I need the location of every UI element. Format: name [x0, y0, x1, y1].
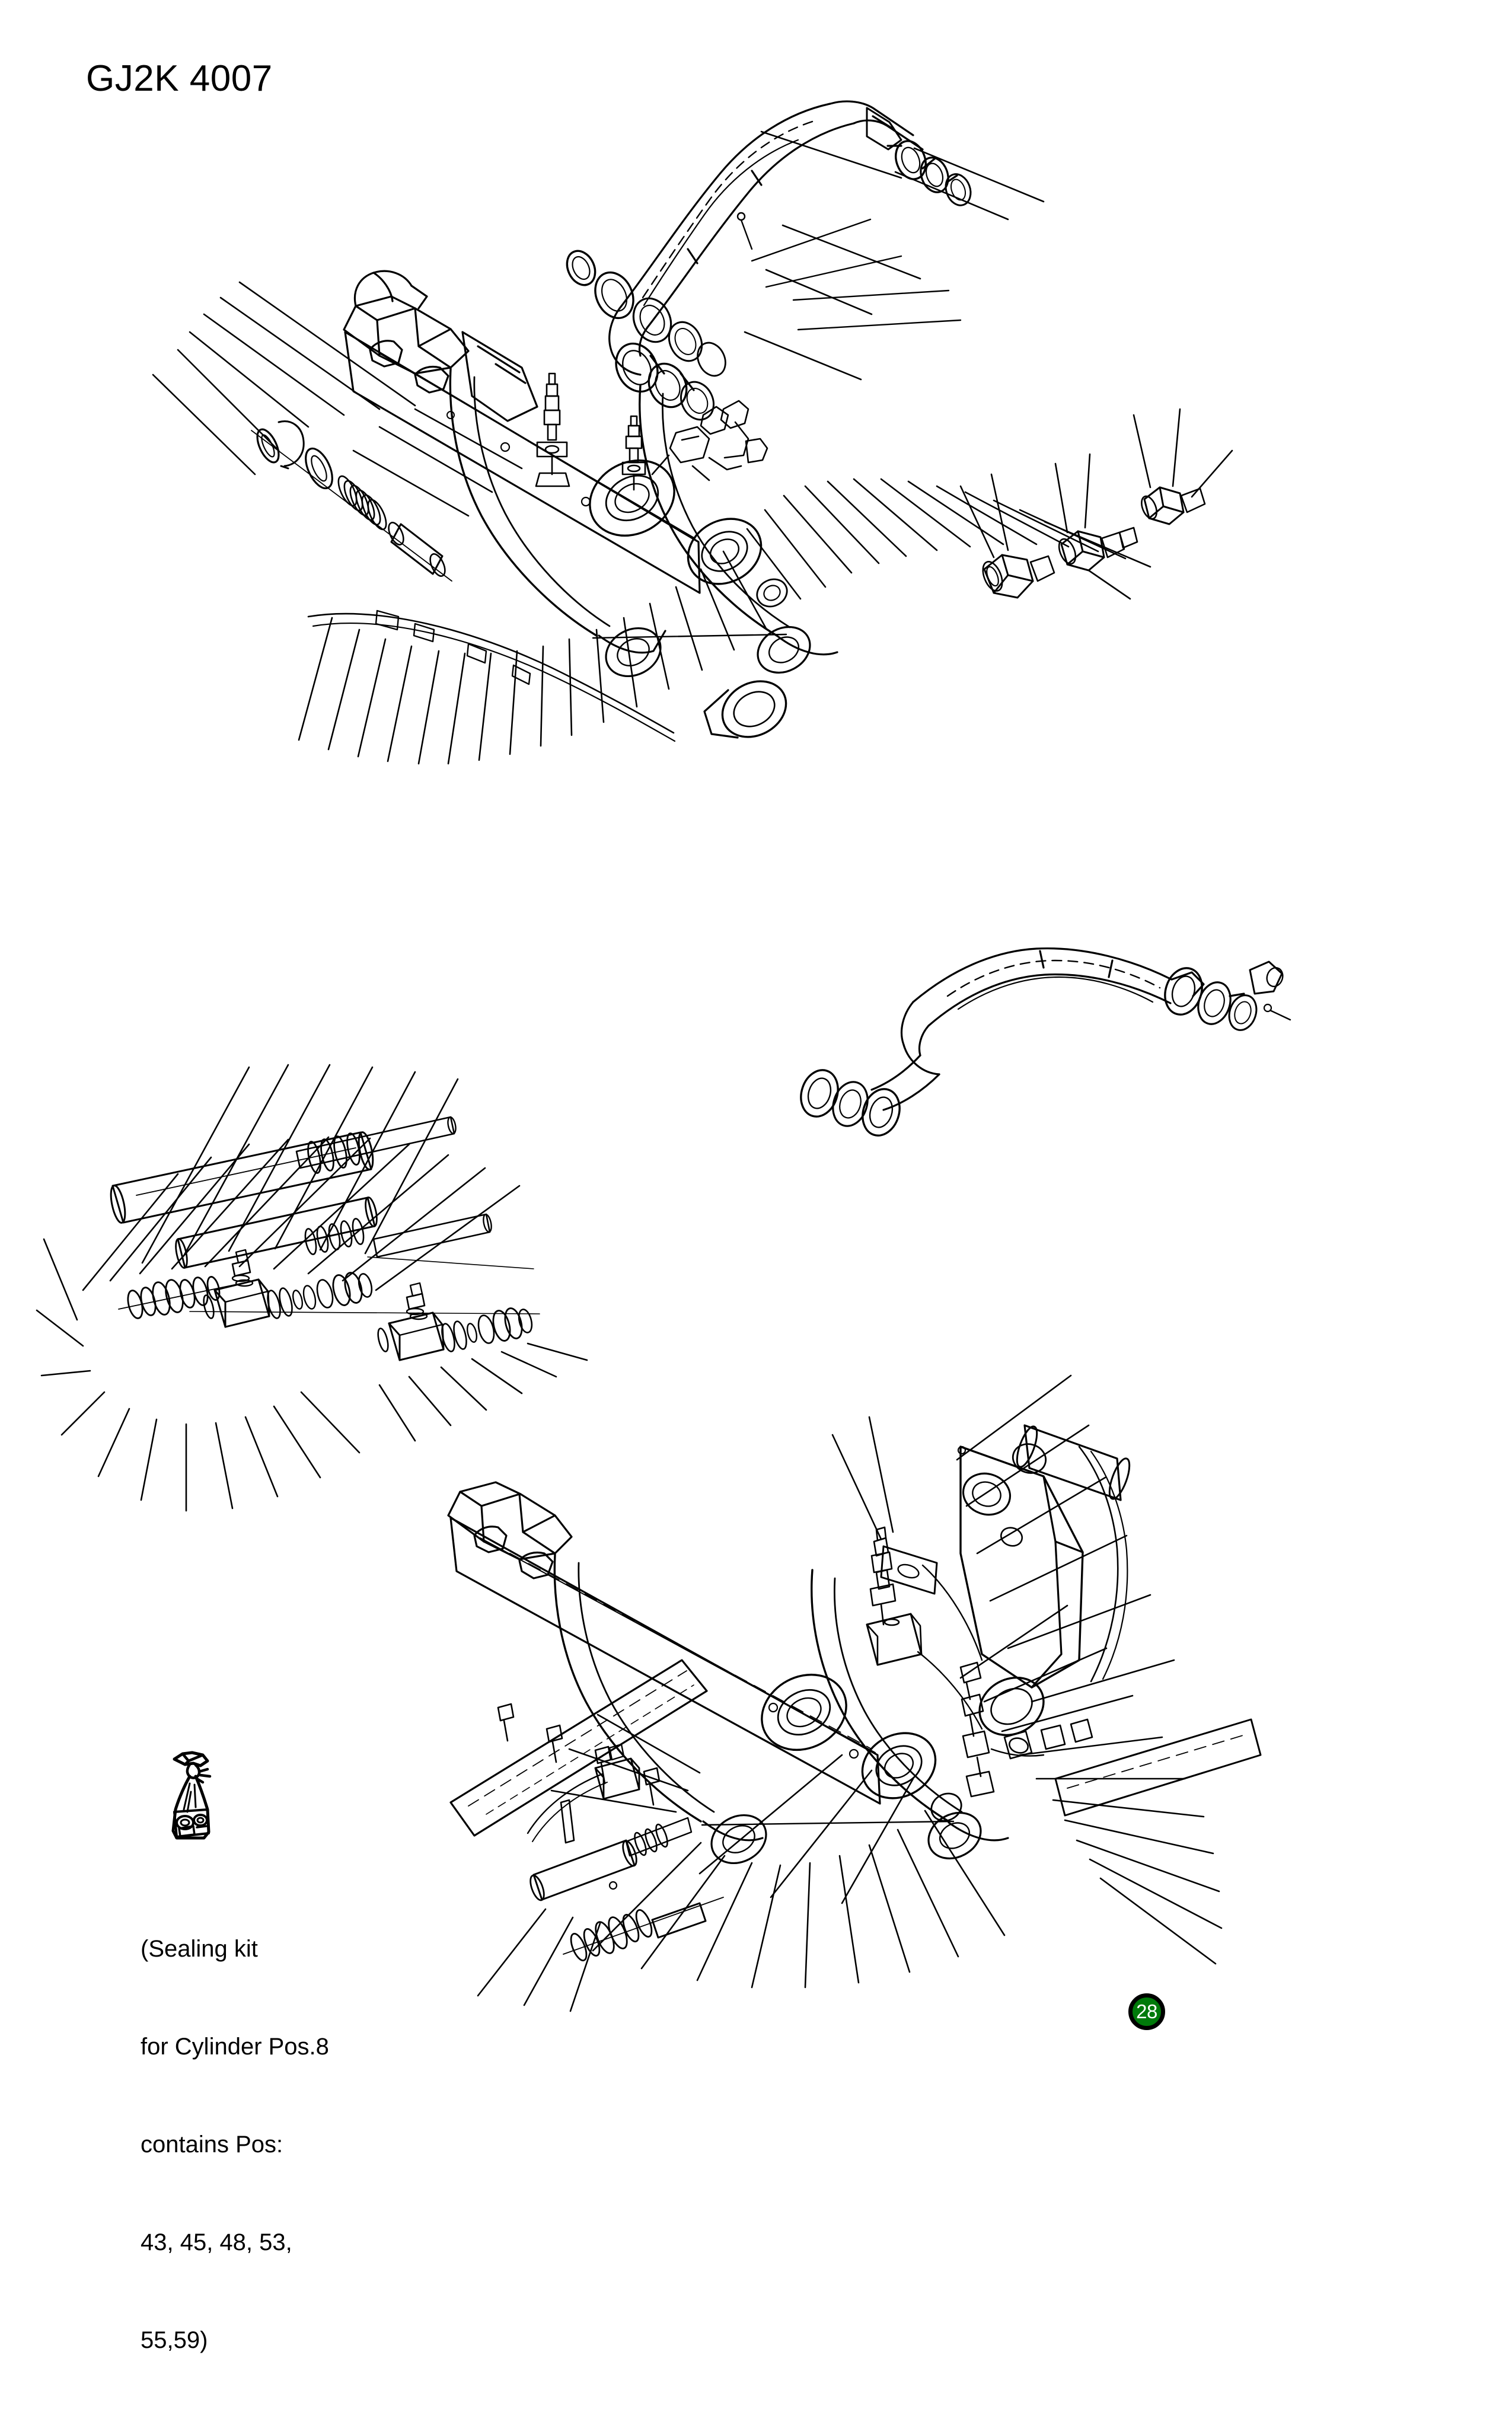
sealing-kit-note: (Sealing kit for Cylinder Pos.8 contains…: [141, 1868, 329, 2422]
note-line-3: contains Pos:: [141, 2131, 283, 2158]
right-fitting-inset: [959, 408, 1233, 600]
lower-left-leader-lines: [36, 1064, 588, 1512]
lower-boom-arm: [800, 947, 1291, 1137]
technical-drawing: [36, 100, 1291, 2012]
lower-right-leader-lines: [477, 1374, 1223, 2012]
page-number-label: 28: [1136, 2000, 1157, 2022]
parts-diagram-page: GJ2K 4007: [36, 58, 1291, 2353]
lower-right-assembly: [447, 1424, 1262, 1961]
cross-leader-lines: [751, 218, 962, 331]
upper-left-exploded-pin: [251, 420, 452, 582]
upper-main-assembly: [307, 270, 838, 742]
note-line-4: 43, 45, 48, 53,: [141, 2229, 292, 2255]
upper-boom-arm: [566, 100, 972, 421]
page-title: GJ2K 4007: [86, 58, 273, 99]
page-number-badge: 28: [1128, 1993, 1165, 2030]
note-line-2: for Cylinder Pos.8: [141, 2034, 329, 2060]
note-line-1: (Sealing kit: [141, 1936, 258, 1962]
lower-left-cylinder-detail: [110, 1116, 540, 1361]
note-line-5: 55,59): [141, 2327, 208, 2353]
sealing-kit-bag-icon: [153, 1748, 230, 1852]
